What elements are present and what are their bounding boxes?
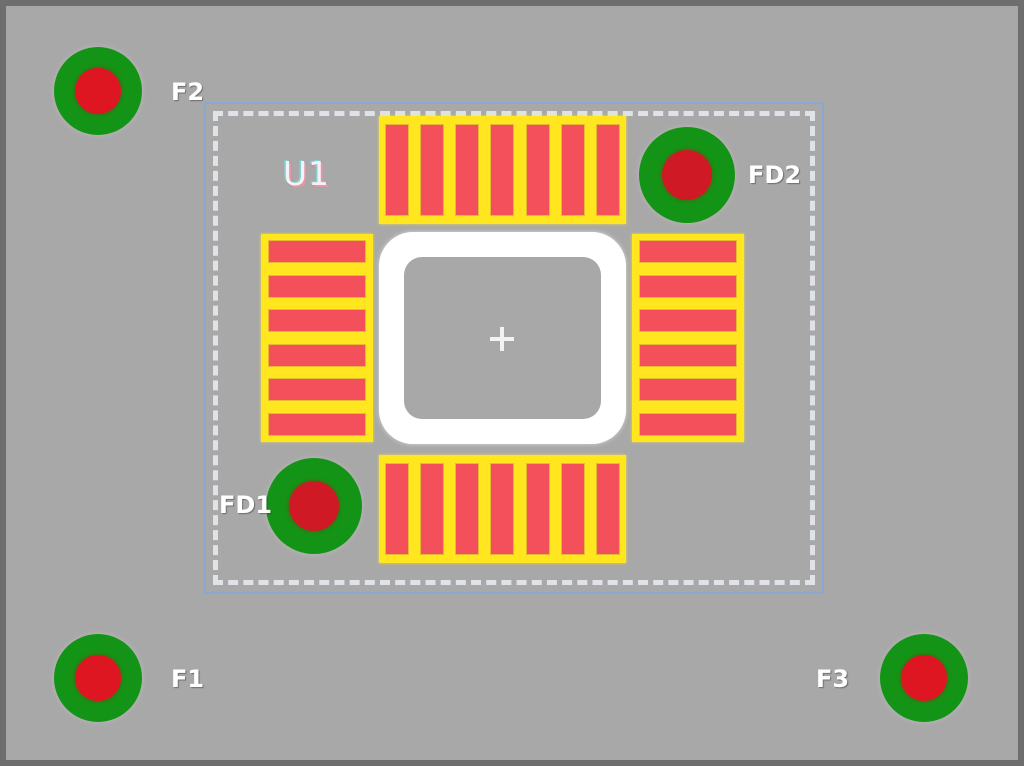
drill-hole-fd2 xyxy=(662,150,712,200)
pad[interactable] xyxy=(560,123,585,217)
drill-hole-f1 xyxy=(75,655,121,701)
mounting-hole-f1[interactable] xyxy=(54,634,142,722)
pad[interactable] xyxy=(455,123,480,217)
pad[interactable] xyxy=(595,462,620,556)
pad[interactable] xyxy=(455,462,480,556)
drill-hole-f3 xyxy=(901,655,947,701)
pad[interactable] xyxy=(490,123,515,217)
drill-hole-fd1 xyxy=(289,481,339,531)
label-fd1: FD1 xyxy=(219,491,273,519)
pad[interactable] xyxy=(525,123,550,217)
mounting-hole-f2[interactable] xyxy=(54,47,142,135)
pad[interactable] xyxy=(267,274,367,298)
pad[interactable] xyxy=(385,123,409,217)
pad[interactable] xyxy=(638,412,738,436)
pad[interactable] xyxy=(638,240,738,263)
drill-hole-f2 xyxy=(75,68,121,114)
pad[interactable] xyxy=(595,123,620,217)
pad[interactable] xyxy=(560,462,585,556)
pad-bank-top[interactable] xyxy=(379,116,626,224)
label-fd2: FD2 xyxy=(748,161,802,189)
label-f1: F1 xyxy=(171,665,205,693)
pad-bank-bottom[interactable] xyxy=(379,455,626,563)
pad[interactable] xyxy=(638,309,738,333)
pad[interactable] xyxy=(638,378,738,402)
pad-bank-left[interactable] xyxy=(261,234,373,442)
pad[interactable] xyxy=(267,378,367,402)
pad[interactable] xyxy=(267,240,367,263)
pad[interactable] xyxy=(420,123,445,217)
pad[interactable] xyxy=(490,462,515,556)
component-body-fill xyxy=(404,257,601,419)
pad[interactable] xyxy=(267,309,367,333)
reference-designator-u1: U1 xyxy=(283,154,331,193)
pad[interactable] xyxy=(525,462,550,556)
mounting-hole-fd1[interactable] xyxy=(266,458,362,554)
label-f2: F2 xyxy=(171,78,205,106)
pad[interactable] xyxy=(420,462,445,556)
mounting-hole-f3[interactable] xyxy=(880,634,968,722)
pad[interactable] xyxy=(638,274,738,298)
component-body-outline[interactable] xyxy=(379,232,626,444)
pad-bank-right[interactable] xyxy=(632,234,744,442)
pad[interactable] xyxy=(267,343,367,367)
pad[interactable] xyxy=(385,462,409,556)
label-f3: F3 xyxy=(816,665,850,693)
mounting-hole-fd2[interactable] xyxy=(639,127,735,223)
pad[interactable] xyxy=(638,343,738,367)
pad[interactable] xyxy=(267,412,367,436)
